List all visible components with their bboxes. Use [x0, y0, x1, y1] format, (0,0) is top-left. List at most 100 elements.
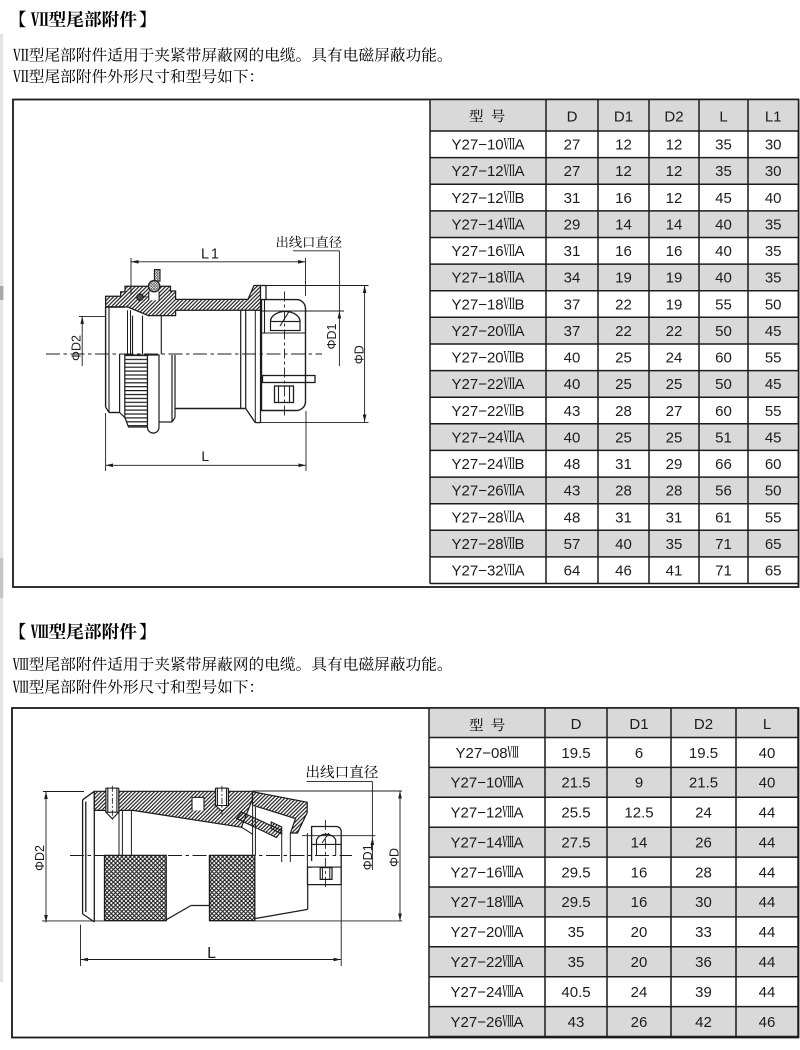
- svg-text:37: 37: [564, 323, 581, 340]
- svg-text:D1: D1: [629, 716, 648, 733]
- svg-text:46: 46: [759, 1014, 776, 1031]
- svg-text:41: 41: [666, 563, 683, 580]
- svg-text:Y27−22: Y27−22: [452, 403, 504, 420]
- svg-text:40: 40: [759, 775, 776, 792]
- svg-text:51: 51: [715, 429, 732, 446]
- svg-text:42: 42: [695, 1014, 712, 1031]
- svg-text:60: 60: [765, 456, 782, 473]
- svg-text:ΦD1: ΦD1: [325, 323, 339, 349]
- svg-text:40: 40: [564, 376, 581, 393]
- svg-text:9: 9: [635, 775, 643, 792]
- svg-text:Y27−24: Y27−24: [452, 429, 504, 446]
- svg-text:16: 16: [631, 894, 648, 911]
- svg-text:44: 44: [759, 835, 776, 852]
- svg-text:48: 48: [564, 509, 581, 526]
- svg-text:40: 40: [715, 270, 732, 287]
- svg-text:45: 45: [765, 376, 782, 393]
- svg-text:L1: L1: [765, 109, 782, 126]
- svg-text:6: 6: [635, 745, 643, 762]
- svg-text:A: A: [515, 483, 525, 500]
- svg-text:Y27−10: Y27−10: [451, 775, 503, 792]
- svg-text:25: 25: [615, 429, 632, 446]
- svg-text:19: 19: [666, 296, 683, 313]
- svg-text:56: 56: [715, 483, 732, 500]
- svg-text:50: 50: [715, 376, 732, 393]
- svg-text:Y27−26: Y27−26: [451, 1014, 503, 1031]
- svg-text:27.5: 27.5: [561, 835, 590, 852]
- svg-text:46: 46: [615, 563, 632, 580]
- svg-text:35: 35: [765, 243, 782, 260]
- svg-text:31: 31: [564, 190, 581, 207]
- svg-text:44: 44: [759, 954, 776, 971]
- svg-text:22: 22: [666, 323, 683, 340]
- svg-text:Y27−18: Y27−18: [452, 296, 504, 313]
- svg-text:50: 50: [765, 483, 782, 500]
- svg-text:21.5: 21.5: [689, 775, 718, 792]
- svg-text:44: 44: [759, 984, 776, 1001]
- svg-text:40: 40: [564, 429, 581, 446]
- svg-text:A: A: [515, 163, 525, 180]
- svg-text:71: 71: [715, 536, 732, 553]
- svg-text:31: 31: [615, 456, 632, 473]
- svg-text:26: 26: [695, 835, 712, 852]
- svg-text:29.5: 29.5: [561, 894, 590, 911]
- svg-text:Y27−16: Y27−16: [451, 864, 503, 881]
- svg-text:D: D: [571, 716, 582, 733]
- svg-text:Y27−10: Y27−10: [452, 137, 504, 154]
- svg-text:Y27−26: Y27−26: [452, 483, 504, 500]
- svg-text:12: 12: [666, 190, 683, 207]
- svg-text:35: 35: [568, 924, 585, 941]
- svg-text:A: A: [514, 775, 524, 792]
- svg-text:30: 30: [765, 137, 782, 154]
- svg-text:40: 40: [715, 217, 732, 234]
- svg-text:28: 28: [695, 864, 712, 881]
- svg-text:25: 25: [615, 350, 632, 367]
- svg-text:Y27−28: Y27−28: [452, 509, 504, 526]
- svg-text:B: B: [515, 190, 525, 207]
- svg-text:25.5: 25.5: [561, 805, 590, 822]
- svg-text:43: 43: [568, 1014, 585, 1031]
- svg-text:A: A: [514, 835, 524, 852]
- svg-text:Y27−28: Y27−28: [452, 536, 504, 553]
- svg-text:12.5: 12.5: [624, 805, 653, 822]
- svg-text:Y27−20: Y27−20: [452, 350, 504, 367]
- svg-text:37: 37: [564, 296, 581, 313]
- svg-text:27: 27: [564, 137, 581, 154]
- svg-text:35: 35: [715, 137, 732, 154]
- svg-text:A: A: [515, 509, 525, 526]
- svg-text:60: 60: [715, 350, 732, 367]
- svg-text:Y27−18: Y27−18: [452, 270, 504, 287]
- svg-text:Y27−16: Y27−16: [452, 243, 504, 260]
- svg-text:48: 48: [564, 456, 581, 473]
- svg-text:45: 45: [765, 323, 782, 340]
- svg-text:A: A: [514, 805, 524, 822]
- svg-text:A: A: [514, 864, 524, 881]
- svg-text:50: 50: [715, 323, 732, 340]
- svg-text:25: 25: [666, 429, 683, 446]
- svg-text:Y27−18: Y27−18: [451, 894, 503, 911]
- svg-text:44: 44: [759, 924, 776, 941]
- svg-text:A: A: [515, 376, 525, 393]
- svg-text:25: 25: [666, 376, 683, 393]
- svg-text:L1: L1: [201, 247, 221, 263]
- svg-text:B: B: [515, 456, 525, 473]
- svg-text:35: 35: [666, 536, 683, 553]
- svg-text:40: 40: [765, 190, 782, 207]
- svg-text:L: L: [201, 448, 209, 464]
- svg-text:22: 22: [615, 323, 632, 340]
- svg-text:64: 64: [564, 563, 581, 580]
- svg-text:31: 31: [666, 509, 683, 526]
- svg-text:24: 24: [666, 350, 683, 367]
- svg-text:29: 29: [666, 456, 683, 473]
- svg-text:12: 12: [666, 137, 683, 154]
- svg-text:22: 22: [615, 296, 632, 313]
- svg-text:40: 40: [564, 350, 581, 367]
- svg-text:D2: D2: [694, 716, 713, 733]
- svg-text:12: 12: [615, 163, 632, 180]
- svg-text:Y27−12: Y27−12: [452, 190, 504, 207]
- svg-text:L: L: [763, 716, 771, 733]
- svg-text:19: 19: [615, 270, 632, 287]
- svg-text:Y27−22: Y27−22: [451, 954, 503, 971]
- svg-text:19.5: 19.5: [561, 745, 590, 762]
- svg-text:66: 66: [715, 456, 732, 473]
